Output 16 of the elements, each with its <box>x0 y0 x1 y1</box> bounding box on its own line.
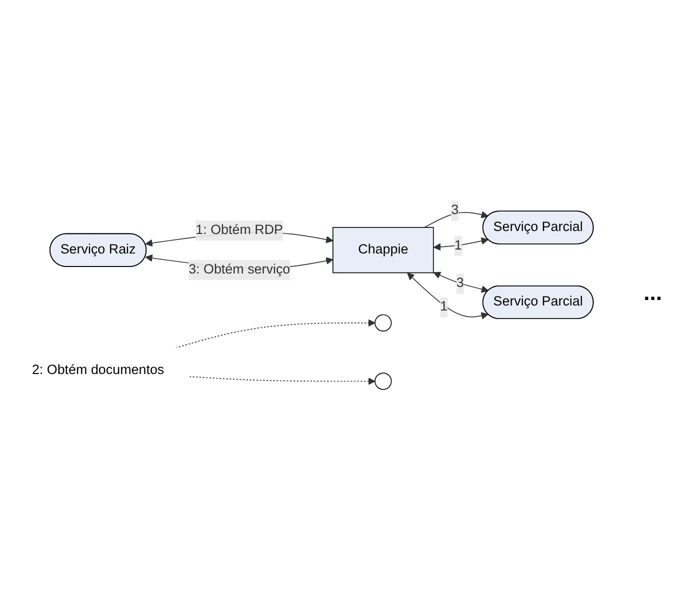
edge-label: 1 <box>454 238 462 253</box>
arrow <box>433 237 488 251</box>
arrow <box>433 272 489 293</box>
arrow <box>407 272 488 320</box>
arrow <box>188 376 376 385</box>
node-circle <box>374 372 392 390</box>
ellipsis-note: ... <box>644 280 662 306</box>
edge-label: 1: Obtém RDP <box>196 223 284 238</box>
arrow <box>424 211 488 228</box>
edge-label: 3 <box>451 203 459 218</box>
edge-label: 1 <box>440 300 448 314</box>
node-box: Chappie <box>332 227 434 274</box>
node-circle <box>374 314 392 332</box>
edge-label: 3 <box>456 276 464 291</box>
node-text: 2: Obtém documentos <box>32 363 164 378</box>
edge-label: 3: Obtém serviço <box>188 262 290 277</box>
